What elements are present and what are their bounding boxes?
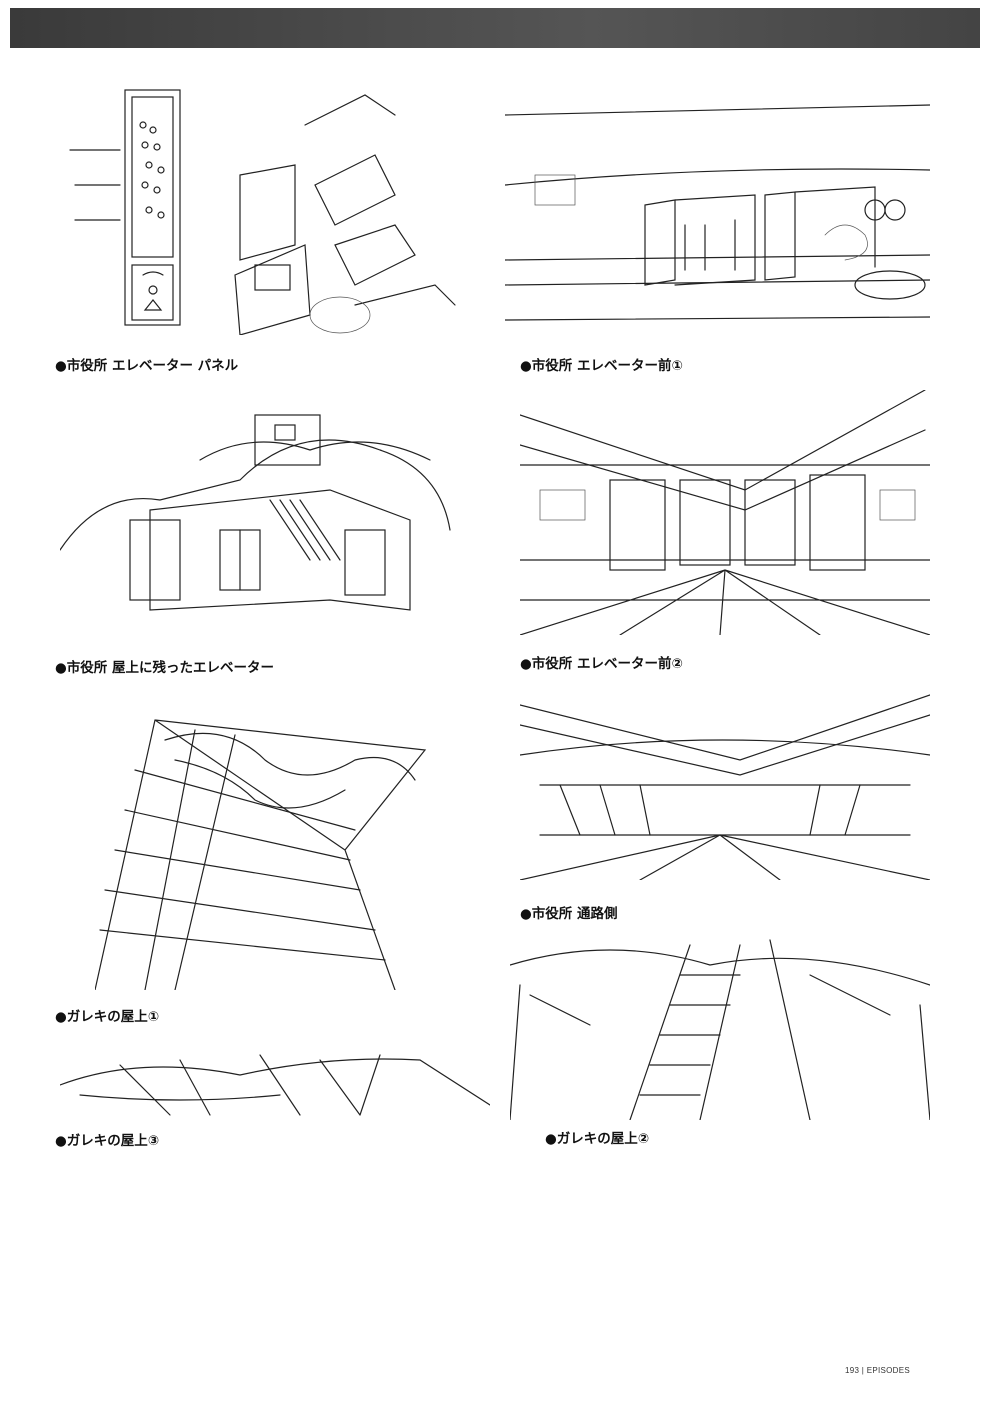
elevator-front-exterior-sketch bbox=[505, 85, 930, 330]
rubble-rooftop-3-sketch bbox=[60, 1045, 490, 1120]
rubble-rooftop-2-sketch bbox=[510, 935, 930, 1120]
caption: ●市役所 エレベーター前② bbox=[520, 656, 683, 672]
corridor-side-sketch bbox=[520, 685, 930, 880]
elevator-hall-sketch bbox=[520, 390, 930, 635]
footer-separator: | bbox=[861, 1366, 865, 1375]
page-footer: 193 | EPISODES bbox=[845, 1366, 910, 1375]
caption: ●ガレキの屋上① bbox=[55, 1009, 160, 1025]
caption: ●市役所 通路側 bbox=[520, 906, 618, 922]
page-number: 193 bbox=[845, 1366, 860, 1375]
caption: ●ガレキの屋上② bbox=[545, 1131, 650, 1147]
caption: ●ガレキの屋上③ bbox=[55, 1133, 160, 1149]
page-header-bar bbox=[10, 8, 980, 48]
caption: ●市役所 エレベーター パネル bbox=[55, 358, 239, 374]
section-name: EPISODES bbox=[866, 1366, 911, 1375]
caption: ●市役所 エレベーター前① bbox=[520, 358, 683, 374]
elevator-panel-sketch bbox=[65, 85, 480, 335]
rubble-rooftop-1-sketch bbox=[95, 690, 490, 990]
caption: ●市役所 屋上に残ったエレベーター bbox=[55, 660, 274, 676]
rooftop-elevator-ruins-sketch bbox=[60, 400, 490, 630]
